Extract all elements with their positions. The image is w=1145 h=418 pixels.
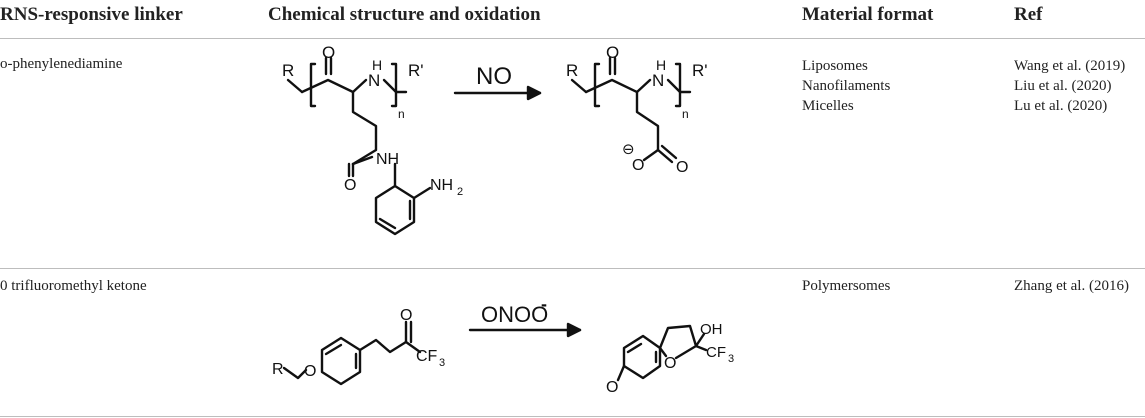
chem-label: O xyxy=(664,355,676,372)
product-structure-1: R O N H n R' ⊖ O O xyxy=(566,43,708,176)
chem-label: N xyxy=(368,71,380,90)
chem-label: 3 xyxy=(728,353,734,365)
reaction-arrow-2: ONOO - xyxy=(468,294,582,338)
chem-label: N xyxy=(652,71,664,90)
chem-label: O xyxy=(400,307,412,324)
header-divider xyxy=(0,38,1145,39)
chem-label: 3 xyxy=(439,357,445,369)
chem-label: O xyxy=(322,43,335,62)
material-format: Polymersomes xyxy=(802,278,891,294)
chem-label: NH xyxy=(376,151,399,168)
chem-label: 2 xyxy=(457,186,463,198)
reagent-label: NO xyxy=(476,63,512,90)
header-ref: Ref xyxy=(1014,4,1043,25)
reactant-structure-2: R O O CF 3 xyxy=(272,307,445,386)
chem-label: ⊖ xyxy=(622,141,635,158)
reference: Wang et al. (2019) xyxy=(1014,58,1126,74)
product-structure-2: O O OH CF 3 xyxy=(606,321,734,396)
table-bottom-rule xyxy=(0,416,1145,417)
chem-label: O xyxy=(632,157,644,174)
chem-label: H xyxy=(656,57,666,73)
linker-name: o-phenylenediamine xyxy=(0,56,123,72)
row-divider xyxy=(0,268,1145,269)
reference: Zhang et al. (2016) xyxy=(1014,278,1129,294)
chem-label: CF xyxy=(416,348,438,365)
reference: Liu et al. (2020) xyxy=(1014,78,1112,94)
linker-name: 0 trifluoromethyl ketone xyxy=(0,278,147,294)
chem-label: H xyxy=(372,57,382,73)
chem-label: R xyxy=(282,61,294,80)
reference-list: Wang et al. (2019) Liu et al. (2020) Lu … xyxy=(1014,56,1125,116)
reagent-label: ONOO xyxy=(481,302,548,327)
chem-label: NH xyxy=(430,177,453,194)
reaction-arrow-1: NO xyxy=(453,63,542,101)
chem-label: O xyxy=(304,363,316,380)
chem-label: R xyxy=(272,361,284,378)
chem-label: R xyxy=(566,61,578,80)
reagent-charge: - xyxy=(541,294,547,314)
header-structure: Chemical structure and oxidation xyxy=(268,4,541,25)
header-format: Material format xyxy=(802,4,934,25)
chem-label: O xyxy=(606,379,618,396)
material-format: Micelles xyxy=(802,98,854,114)
chem-label: R' xyxy=(408,61,424,80)
chem-label: O xyxy=(344,177,356,194)
reactant-structure-1: R O N H n R' O NH NH 2 xyxy=(282,43,463,236)
chem-label: CF xyxy=(706,344,726,361)
material-format-list: Liposomes Nanofilaments Micelles xyxy=(802,56,890,116)
chem-label: OH xyxy=(700,321,723,338)
material-format: Nanofilaments xyxy=(802,78,891,94)
header-linker: RNS-responsive linker xyxy=(0,4,183,25)
chem-label: n xyxy=(682,107,689,121)
material-format: Liposomes xyxy=(802,58,868,74)
chem-label: R' xyxy=(692,61,708,80)
chem-label: O xyxy=(606,43,619,62)
chem-label: n xyxy=(398,107,405,121)
reference: Lu et al. (2020) xyxy=(1014,98,1108,114)
chem-label: O xyxy=(676,159,688,176)
